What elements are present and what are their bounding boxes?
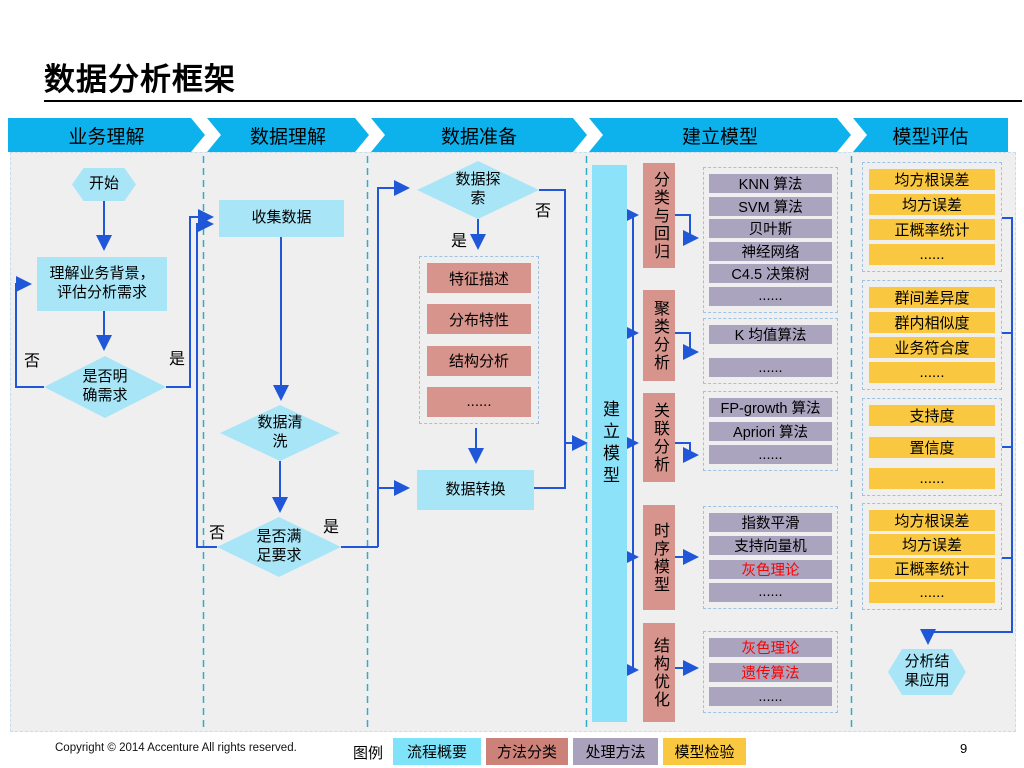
stage-model-building: 建立模型 [589, 118, 851, 152]
method-box: 贝叶斯 [709, 219, 832, 239]
method-box: 灰色理论 [709, 638, 832, 657]
method-box: ...... [709, 358, 832, 377]
method-box: ...... [709, 687, 832, 706]
category-classification-regression: 分类与回归 [643, 163, 675, 268]
metric-box: 置信度 [869, 436, 995, 458]
method-box: 指数平滑 [709, 513, 832, 532]
copyright-text: Copyright © 2014 Accenture All rights re… [55, 742, 297, 754]
method-box: Apriori 算法 [709, 421, 832, 441]
clustering-methods-group: K 均值算法 ...... [703, 318, 838, 384]
build-model-bar-label: 建立模型 [600, 399, 619, 488]
evaluation-group-regression: 均方根误差 均方误差 正概率统计 ...... [862, 162, 1002, 272]
method-box: 遗传算法 [709, 662, 832, 682]
legend-model-check: 模型检验 [663, 738, 746, 765]
method-box: C4.5 决策树 [709, 264, 832, 284]
stage-model-evaluation: 模型评估 [853, 118, 1008, 152]
page-title: 数据分析框架 [44, 62, 236, 97]
evaluation-group-clustering: 群间差异度 群内相似度 业务符合度 ...... [862, 280, 1002, 390]
method-box: ...... [709, 286, 832, 306]
category-clustering: 聚类分析 [643, 290, 675, 381]
category-association: 关联分析 [643, 393, 675, 482]
legend-processing-method: 处理方法 [573, 738, 658, 765]
stage-data-understanding: 数据理解 [207, 118, 369, 152]
collect-data-box: 收集数据 [219, 200, 344, 237]
title-underline [44, 100, 1022, 102]
build-model-bar: 建立模型 [592, 165, 627, 722]
yes-label: 是 [451, 233, 468, 250]
category-time-series: 时序模型 [643, 505, 675, 610]
legend-process-overview: 流程概要 [393, 738, 481, 765]
page-number: 9 [960, 741, 968, 756]
metric-box: 正概率统计 [869, 219, 995, 240]
method-box: 神经网络 [709, 241, 832, 261]
evaluation-group-association: 支持度 置信度 ...... [862, 398, 1002, 496]
no-label: 否 [24, 353, 41, 370]
method-box: K 均值算法 [709, 325, 832, 344]
explore-method-box: ...... [427, 386, 531, 417]
metric-box: 业务符合度 [869, 337, 995, 358]
metric-box: 正概率统计 [869, 558, 995, 579]
category-structure-optimization: 结构优化 [643, 623, 675, 722]
metric-box: 均方误差 [869, 194, 995, 215]
result-apply-node: 分析结 果应用 [888, 649, 966, 695]
understand-business-box: 理解业务背景， 评估分析需求 [37, 257, 167, 311]
method-box: ...... [709, 445, 832, 464]
metric-box: 均方误差 [869, 534, 995, 555]
metric-box: ...... [869, 582, 995, 603]
time-series-methods-group: 指数平滑 支持向量机 灰色理论 ...... [703, 506, 838, 609]
method-box: SVM 算法 [709, 196, 832, 216]
method-box: 灰色理论 [709, 559, 832, 579]
method-box: 支持向量机 [709, 536, 832, 556]
structure-optimization-methods-group: 灰色理论 遗传算法 ...... [703, 631, 838, 713]
metric-box: 群间差异度 [869, 287, 995, 308]
stage-data-preparation: 数据准备 [371, 118, 587, 152]
explore-methods-group: 特征描述 分布特性 结构分析 ...... [419, 256, 539, 424]
yes-label: 是 [323, 519, 340, 536]
method-box: KNN 算法 [709, 174, 832, 193]
no-label: 否 [535, 203, 552, 220]
start-node: 开始 [72, 168, 136, 201]
metric-box: ...... [869, 362, 995, 383]
metric-box: 群内相似度 [869, 312, 995, 333]
yes-label: 是 [169, 351, 186, 368]
legend-method-category: 方法分类 [486, 738, 568, 765]
metric-box: 均方根误差 [869, 169, 995, 190]
data-transform-box: 数据转换 [417, 470, 534, 510]
association-methods-group: FP-growth 算法 Apriori 算法 ...... [703, 391, 838, 471]
method-box: FP-growth 算法 [709, 398, 832, 417]
evaluation-group-timeseries: 均方根误差 均方误差 正概率统计 ...... [862, 503, 1002, 610]
metric-box: 均方根误差 [869, 510, 995, 531]
stage-business-understanding: 业务理解 [8, 118, 205, 152]
no-label: 否 [209, 525, 226, 542]
method-box: ...... [709, 582, 832, 602]
legend-label: 图例 [353, 745, 384, 762]
classification-methods-group: KNN 算法 SVM 算法 贝叶斯 神经网络 C4.5 决策树 ...... [703, 167, 838, 313]
metric-box: ...... [869, 244, 995, 265]
metric-box: 支持度 [869, 405, 995, 426]
explore-method-box: 分布特性 [427, 304, 531, 335]
explore-method-box: 特征描述 [427, 263, 531, 293]
metric-box: ...... [869, 468, 995, 489]
explore-method-box: 结构分析 [427, 345, 531, 376]
